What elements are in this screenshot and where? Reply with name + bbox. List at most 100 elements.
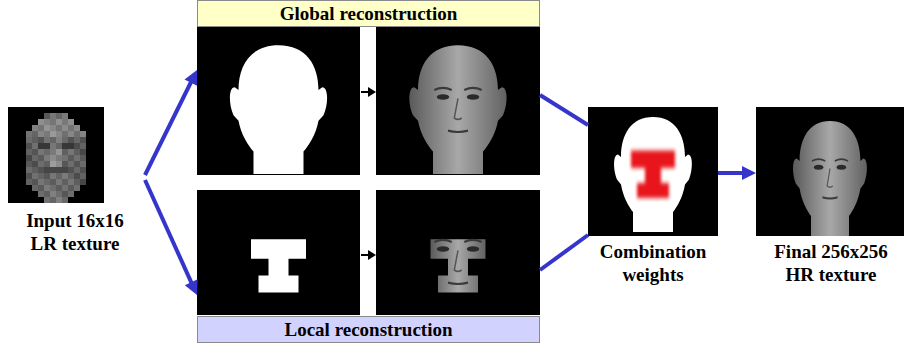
texture-pixel	[80, 143, 86, 149]
texture-pixel	[50, 179, 56, 185]
texture-pixel	[68, 161, 74, 167]
texture-pixel	[44, 155, 50, 161]
texture-pixel	[32, 185, 38, 191]
texture-pixel	[32, 143, 38, 149]
texture-pixel	[50, 113, 56, 119]
texture-pixel	[74, 161, 80, 167]
texture-pixel	[56, 197, 62, 203]
arrow-head	[185, 70, 198, 86]
texture-pixel	[38, 119, 44, 125]
texture-pixel	[56, 137, 62, 143]
texture-pixel	[80, 149, 86, 155]
texture-pixel	[44, 137, 50, 143]
texture-pixel	[56, 143, 62, 149]
texture-pixel	[62, 191, 68, 197]
texture-pixel	[26, 155, 32, 161]
texture-pixel	[50, 173, 56, 179]
final-hr-image	[756, 107, 904, 236]
texture-pixel	[74, 173, 80, 179]
reconstruction-panel: Local reconstruction	[197, 190, 540, 343]
texture-pixel	[32, 131, 38, 137]
texture-pixel	[50, 197, 56, 203]
panel-header: Global reconstruction	[197, 0, 540, 27]
texture-pixel	[26, 149, 32, 155]
texture-pixel	[56, 167, 62, 173]
texture-pixel	[50, 185, 56, 191]
texture-pixel	[56, 131, 62, 137]
texture-pixel	[62, 185, 68, 191]
global-mask-image	[197, 27, 360, 175]
texture-pixel	[74, 131, 80, 137]
texture-pixel	[68, 119, 74, 125]
connector-line	[540, 95, 588, 125]
texture-pixel	[50, 143, 56, 149]
connector	[540, 95, 588, 125]
texture-pixel	[68, 125, 74, 131]
image-panel: Input 16x16 LR texture	[5, 107, 145, 256]
connector-line	[540, 235, 588, 270]
texture-pixel	[56, 185, 62, 191]
texture-pixel	[26, 161, 32, 167]
texture-pixel	[62, 131, 68, 137]
image-caption: Combination weights	[589, 241, 717, 287]
texture-pixel	[38, 143, 44, 149]
texture-pixel	[38, 179, 44, 185]
texture-pixel	[26, 137, 32, 143]
texture-pixel	[32, 149, 38, 155]
texture-pixel	[50, 131, 56, 137]
texture-pixel	[26, 179, 32, 185]
texture-pixel	[32, 179, 38, 185]
texture-pixel	[26, 131, 32, 137]
texture-pixel	[80, 173, 86, 179]
texture-pixel	[44, 197, 50, 203]
texture-pixel	[56, 113, 62, 119]
global-face-image	[376, 27, 540, 175]
texture-pixel	[38, 131, 44, 137]
texture-pixel	[62, 161, 68, 167]
texture-pixel	[44, 149, 50, 155]
texture-pixel	[68, 191, 74, 197]
panel-arrow	[361, 87, 376, 97]
connector	[540, 235, 588, 270]
texture-pixel	[26, 173, 32, 179]
texture-pixel	[68, 155, 74, 161]
texture-pixel	[62, 197, 68, 203]
image-panel: Final 256x256 HR texture	[756, 107, 906, 287]
texture-pixel	[74, 143, 80, 149]
texture-pixel	[44, 167, 50, 173]
texture-pixel	[56, 191, 62, 197]
texture-pixel	[74, 179, 80, 185]
connector-line	[145, 180, 192, 284]
texture-pixel	[50, 119, 56, 125]
texture-pixel	[44, 131, 50, 137]
image-panel: Combination weights	[588, 107, 718, 287]
texture-pixel	[38, 167, 44, 173]
texture-pixel	[50, 149, 56, 155]
texture-pixel	[44, 125, 50, 131]
texture-pixel	[38, 155, 44, 161]
texture-pixel	[32, 167, 38, 173]
texture-pixel	[62, 113, 68, 119]
texture-pixel	[56, 173, 62, 179]
local-mask-image	[197, 190, 360, 315]
texture-pixel	[56, 125, 62, 131]
connector-line	[718, 171, 744, 175]
texture-pixel	[74, 155, 80, 161]
texture-pixel	[62, 179, 68, 185]
texture-pixel	[44, 119, 50, 125]
texture-pixel	[56, 119, 62, 125]
texture-pixel	[32, 137, 38, 143]
texture-pixel	[38, 185, 44, 191]
texture-pixel	[44, 179, 50, 185]
texture-pixel	[38, 149, 44, 155]
texture-pixel	[50, 161, 56, 167]
texture-pixel	[32, 161, 38, 167]
texture-pixel	[56, 161, 62, 167]
texture-pixel	[74, 185, 80, 191]
texture-pixel	[50, 125, 56, 131]
texture-pixel	[38, 137, 44, 143]
panel-arrow	[361, 250, 376, 260]
texture-pixel	[32, 173, 38, 179]
connector	[718, 166, 756, 180]
